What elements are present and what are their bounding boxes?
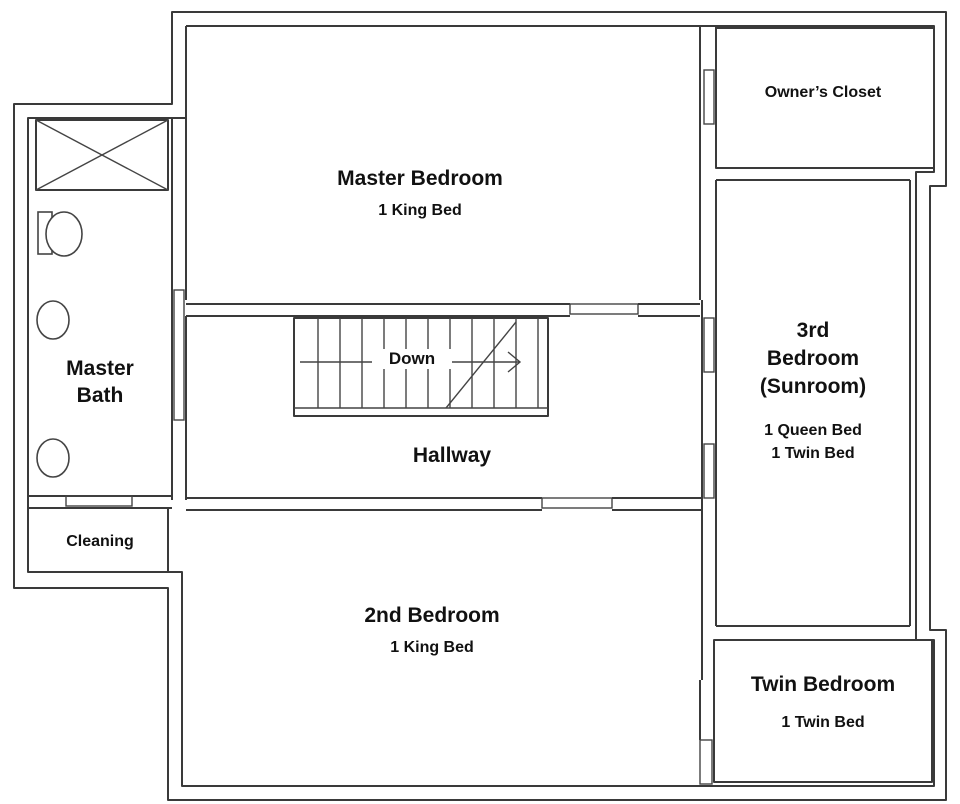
twin-bedroom-door xyxy=(699,739,713,785)
shower-x-2 xyxy=(35,119,169,191)
sink-lower xyxy=(36,438,70,478)
third-bedroom-door xyxy=(703,317,715,373)
owners-closet-label: Owner’s Closet xyxy=(764,84,882,101)
second-bedroom-label: 2nd Bedroom xyxy=(364,604,500,627)
third-bedroom-label-1: 3rd xyxy=(796,319,830,342)
stairs-down-label: Down xyxy=(372,349,452,369)
third-bedroom-beds-2: 1 Twin Bed xyxy=(771,445,855,462)
stair-well xyxy=(293,317,549,417)
second-bedroom-beds: 1 King Bed xyxy=(390,639,474,656)
third-bedroom-label-3: (Sunroom) xyxy=(759,375,867,398)
master-bedroom-label: Master Bedroom xyxy=(337,167,503,190)
shower xyxy=(35,119,169,191)
third-bedroom-label-2: Bedroom xyxy=(766,347,860,370)
master-bath-label-2: Bath xyxy=(76,384,124,407)
bath-door xyxy=(173,289,185,421)
second-bedroom-door xyxy=(541,497,613,509)
master-bath-label-1: Master xyxy=(66,357,134,380)
stair-treads xyxy=(294,318,548,409)
third-bedroom-door-2 xyxy=(703,443,715,499)
master-bedroom-beds: 1 King Bed xyxy=(378,202,462,219)
owners-closet-walls xyxy=(715,27,935,169)
outer-wall xyxy=(13,11,947,801)
hallway-label: Hallway xyxy=(412,444,492,467)
twin-bedroom-walls xyxy=(713,639,933,783)
stair-arrow xyxy=(300,351,522,373)
closet-door xyxy=(703,69,715,125)
third-bedroom-beds-1: 1 Queen Bed xyxy=(764,422,862,439)
twin-bedroom-beds: 1 Twin Bed xyxy=(781,714,865,731)
toilet-bowl xyxy=(45,211,83,257)
cleaning-door xyxy=(65,495,133,507)
twin-bedroom-label: Twin Bedroom xyxy=(750,673,896,696)
sink-upper xyxy=(36,300,70,340)
cleaning-label: Cleaning xyxy=(66,533,134,550)
master-bedroom-door xyxy=(569,303,639,315)
